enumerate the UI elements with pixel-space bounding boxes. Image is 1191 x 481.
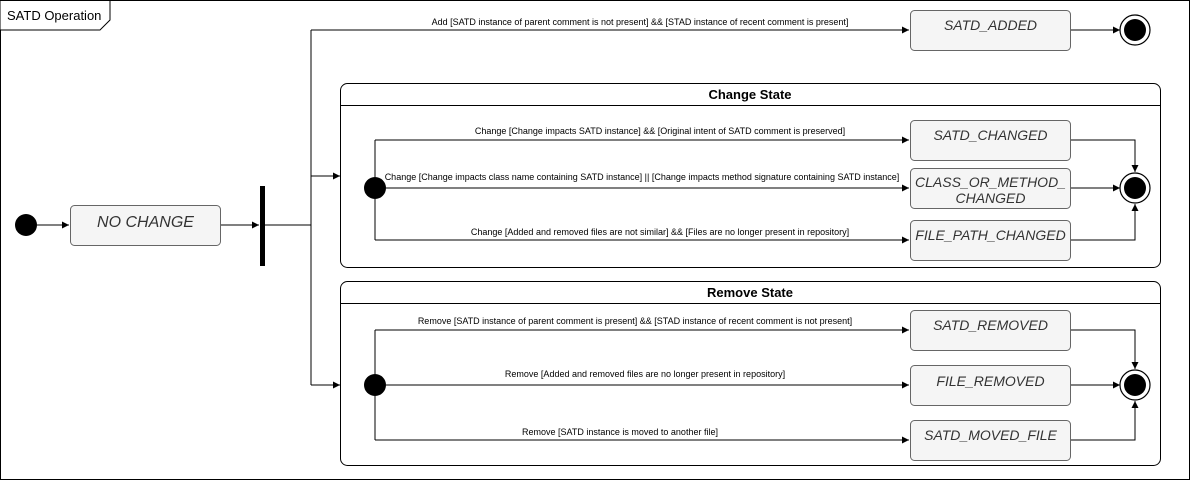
edge-file-path-to-final: [1071, 204, 1139, 241]
state-file-path-changed-label: FILE_PATH_CHANGED: [915, 227, 1065, 243]
state-satd-moved-file-label: SATD_MOVED_FILE: [924, 427, 1057, 443]
change-initial-node: [364, 177, 386, 199]
state-class-or-method-changed-label-2: CHANGED: [955, 190, 1025, 206]
final-node-remove: [1119, 369, 1151, 401]
frame-title-tab: [0, 0, 111, 31]
remove-initial-node: [364, 374, 386, 396]
state-no-change: [70, 205, 221, 246]
state-satd-added-label: SATD_ADDED: [944, 17, 1037, 33]
edge-satd-removed-to-final: [1071, 329, 1139, 369]
state-file-removed: [910, 365, 1071, 406]
composite-remove-title: Remove State: [707, 285, 793, 300]
edge-add-label: Add [SATD instance of parent comment is …: [432, 17, 849, 27]
final-node-change: [1119, 172, 1151, 204]
composite-change-title: Change State: [708, 87, 791, 102]
state-class-or-method-changed-label-1: CLASS_OR_METHOD_: [915, 174, 1066, 190]
edge-satd-changed-to-final: [1071, 139, 1139, 172]
state-satd-removed-label: SATD_REMOVED: [933, 317, 1048, 333]
final-node-added: [1119, 14, 1151, 46]
state-no-change-label: NO CHANGE: [97, 214, 194, 231]
edge-change-file-path-label: Change [Added and removed files are not …: [471, 227, 849, 237]
state-satd-changed: [910, 120, 1071, 161]
edge-remove-files-label: Remove [Added and removed files are no l…: [505, 369, 785, 379]
edge-change-class-method-label: Change [Change impacts class name contai…: [385, 172, 900, 182]
frame-title: SATD Operation: [7, 8, 101, 23]
fork-bar: [260, 186, 265, 266]
state-satd-added: [910, 10, 1071, 51]
state-satd-moved-file: [910, 420, 1071, 461]
edge-remove-moved-label: Remove [SATD instance is moved to anothe…: [522, 427, 718, 437]
state-file-path-changed: [910, 220, 1071, 261]
edge-change-preserved-label: Change [Change impacts SATD instance] &&…: [475, 126, 845, 136]
edge-moved-file-to-final: [1071, 401, 1139, 441]
edge-remove-parent-label: Remove [SATD instance of parent comment …: [418, 316, 852, 326]
state-satd-changed-label: SATD_CHANGED: [933, 127, 1047, 143]
state-file-removed-label: FILE_REMOVED: [936, 373, 1044, 389]
initial-node: [15, 214, 37, 236]
state-class-or-method-changed: [910, 168, 1071, 209]
state-satd-removed: [910, 310, 1071, 351]
